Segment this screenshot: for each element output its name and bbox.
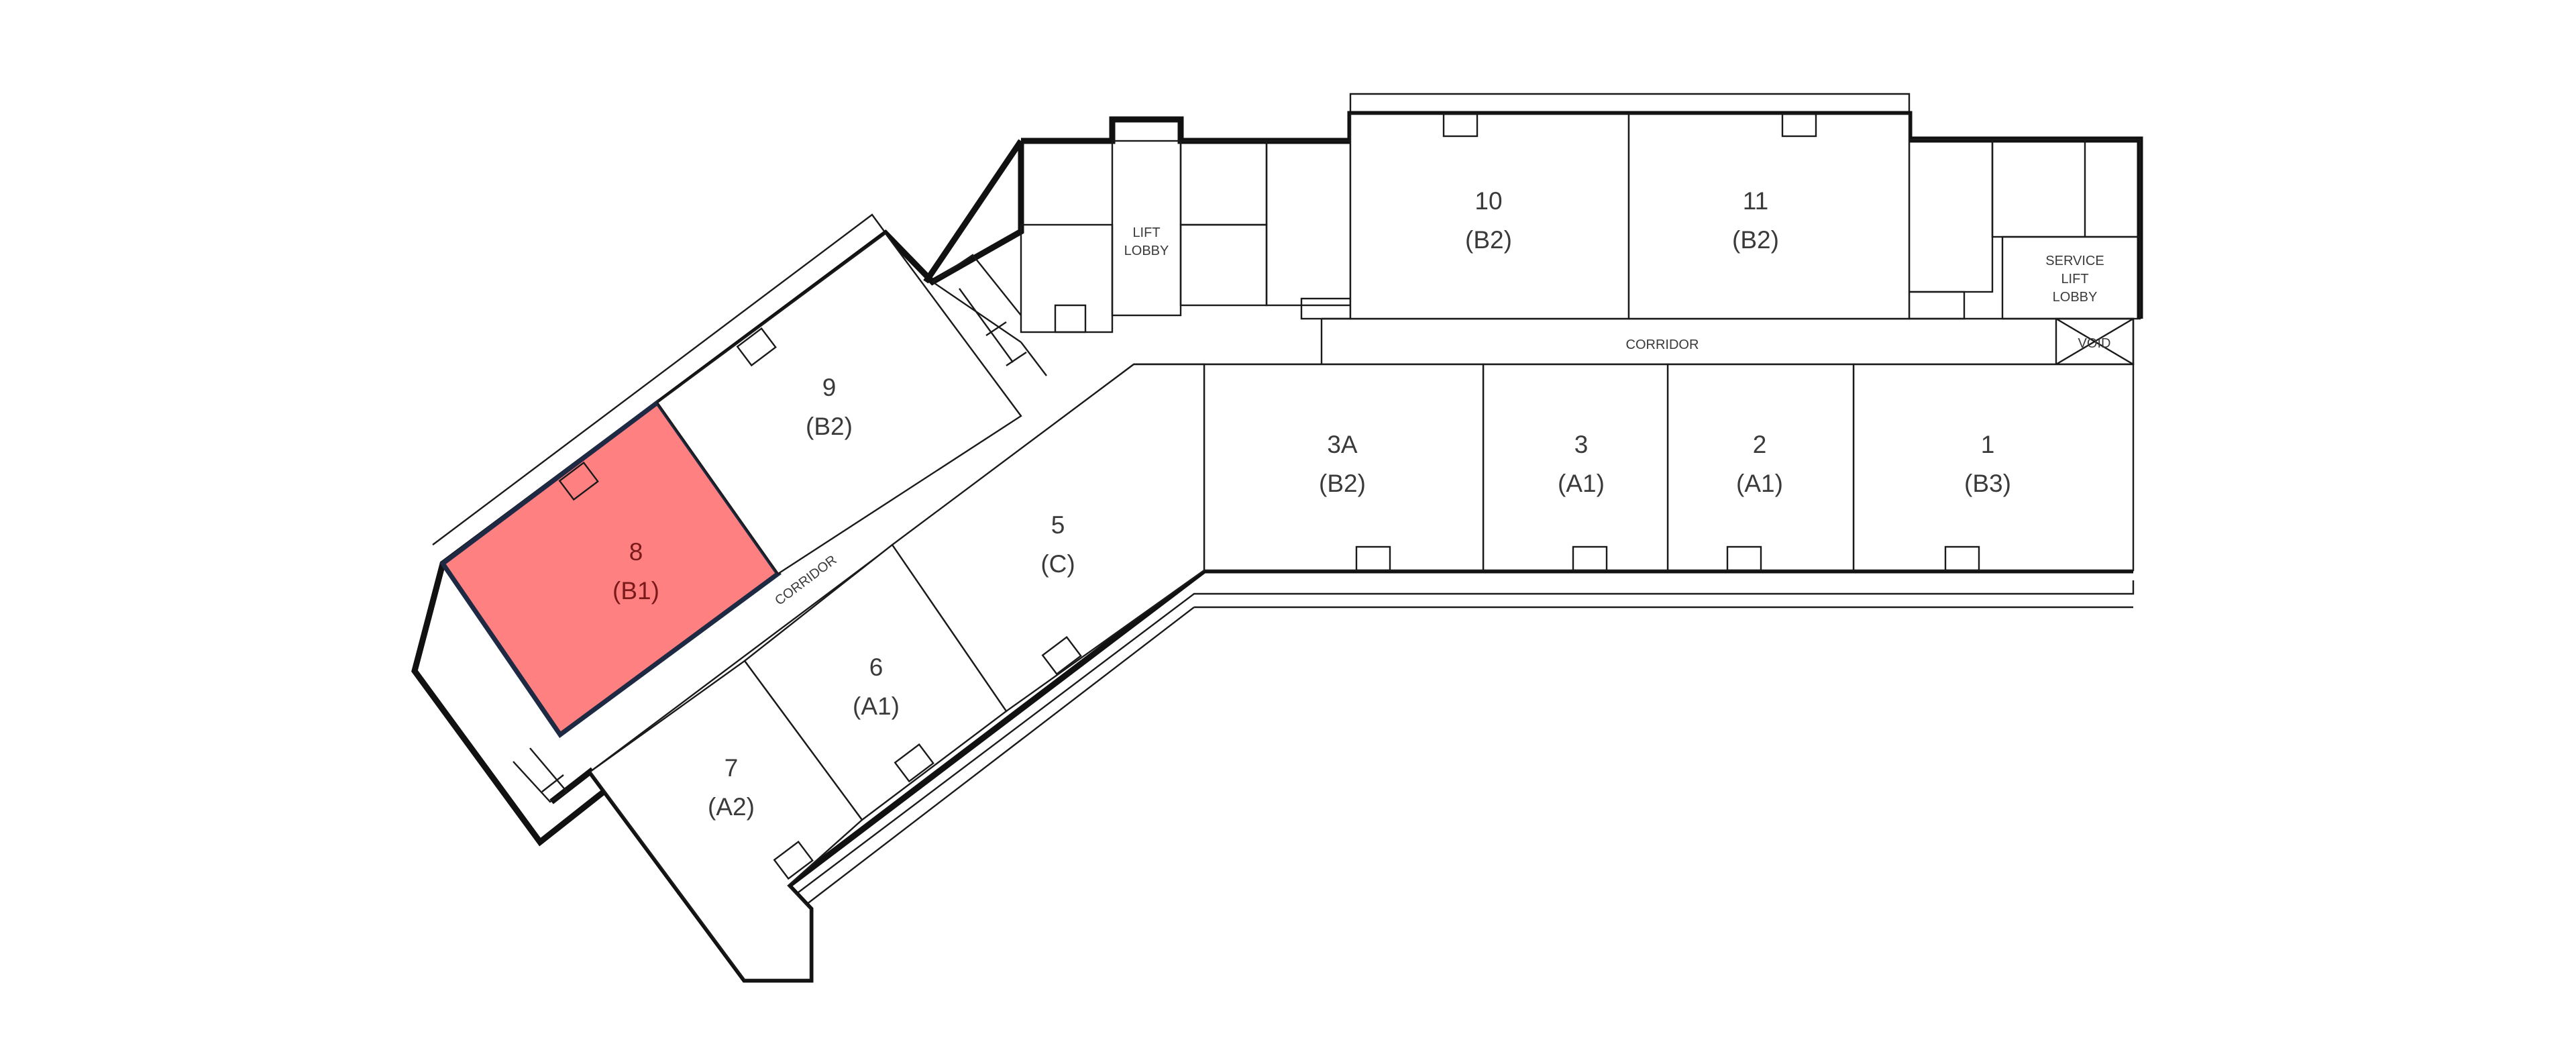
unit-2[interactable]: 2(A1) bbox=[1666, 363, 1855, 572]
unit-7-shape[interactable] bbox=[589, 660, 863, 981]
unit-11-shape[interactable] bbox=[1627, 113, 1911, 320]
service-lift-lobby-label-3: LOBBY bbox=[2053, 290, 2098, 305]
unit-3[interactable]: 3(A1) bbox=[1482, 363, 1669, 572]
unit-11[interactable]: 11(B2) bbox=[1627, 113, 1911, 320]
lift-lobby-label-2: LOBBY bbox=[1124, 244, 1169, 258]
unit-1-shape[interactable] bbox=[1852, 363, 2135, 572]
unit-1[interactable]: 1(B3) bbox=[1852, 363, 2135, 572]
units-layer: 1(B3)2(A1)3(A1)3A(B2)5(C)6(A1)7(A2)8(B1)… bbox=[439, 113, 2135, 981]
unit-3a[interactable]: 3A(B2) bbox=[1203, 363, 1485, 572]
unit-2-shape[interactable] bbox=[1666, 363, 1855, 572]
unit-doors bbox=[558, 113, 1980, 880]
unit-3-shape[interactable] bbox=[1482, 363, 1669, 572]
corridor-east-label: CORRIDOR bbox=[1626, 337, 1699, 352]
service-lift-lobby-label-2: LIFT bbox=[2061, 272, 2088, 286]
unit-3a-shape[interactable] bbox=[1203, 363, 1485, 572]
unit-10-shape[interactable] bbox=[1349, 113, 1630, 320]
lift-lobby-label-1: LIFT bbox=[1132, 225, 1160, 240]
unit-10[interactable]: 10(B2) bbox=[1349, 113, 1630, 320]
service-lift-lobby-label-1: SERVICE bbox=[2045, 254, 2104, 268]
unit-9-shape[interactable] bbox=[656, 232, 1022, 575]
